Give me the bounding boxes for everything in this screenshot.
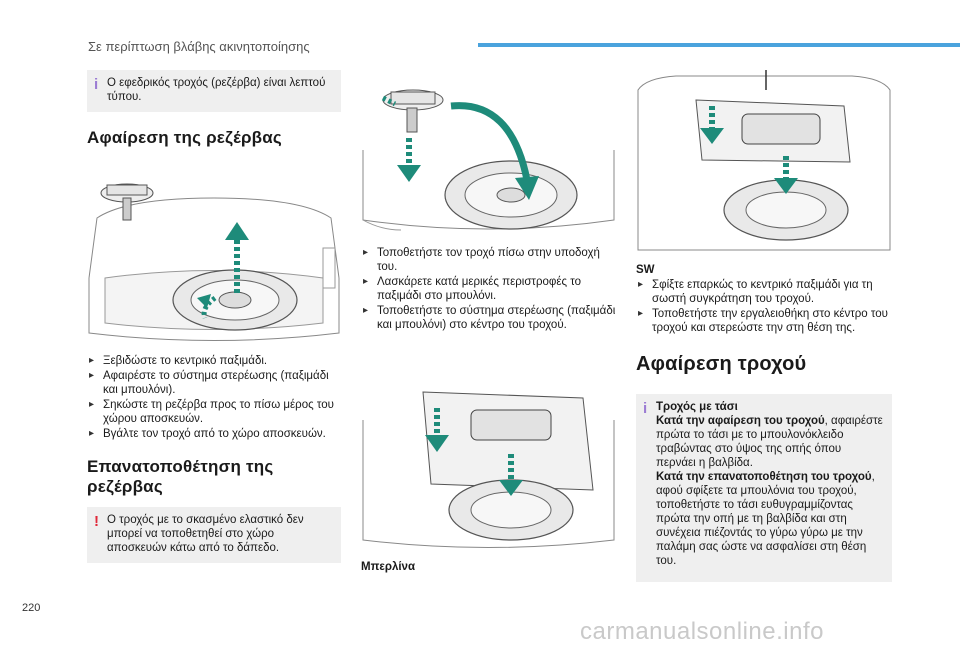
warning-icon: ! — [94, 513, 99, 530]
tip-remove-paragraph: Κατά την αφαίρεση του τροχού, αφαιρέστε … — [656, 414, 884, 470]
sw-step: Σφίξτε επαρκώς το κεντρικό παξιμάδι για … — [636, 278, 892, 306]
caption-sw: SW — [636, 264, 655, 276]
remove-steps-list: Ξεβιδώστε το κεντρικό παξιμάδι. Αφαιρέστ… — [87, 354, 341, 441]
warning-note-text: Ο τροχός με το σκασμένο ελαστικό δεν μπο… — [107, 514, 304, 554]
column-2: Τοποθετήστε τον τροχό πίσω στην υποδοχή … — [361, 70, 616, 573]
refit-steps-list: Τοποθετήστε τον τροχό πίσω στην υποδοχή … — [361, 246, 616, 332]
heading-refit-spare: Επανατοποθέτηση της ρεζέρβας — [87, 457, 274, 496]
refit-step: Λασκάρετε κατά μερικές περιστροφές το πα… — [361, 275, 616, 303]
tip-refit-paragraph: Κατά την επανατοποθέτηση του τροχού, αφο… — [656, 470, 884, 568]
sw-trunk-drawing — [637, 70, 891, 251]
illustration-refit-spare — [361, 70, 616, 240]
heading-remove-wheel: Αφαίρεση τροχού — [636, 353, 807, 375]
column-3: SW Σφίξτε επαρκώς το κεντρικό παξιμάδι γ… — [636, 70, 892, 582]
tip-remove-text: , αφαιρέστε πρώτα το τάσι με το μπουλονό… — [656, 415, 883, 469]
sw-steps-list: Σφίξτε επαρκώς το κεντρικό παξιμάδι για … — [636, 278, 892, 335]
tip-title: Τροχός με τάσι — [656, 401, 738, 413]
heading-remove-spare: Αφαίρεση της ρεζέρβας — [87, 128, 282, 147]
refit-step: Τοποθετήστε το σύστημα στερέωσης (παξιμά… — [361, 304, 616, 332]
tip-remove-label: Κατά την αφαίρεση του τροχού — [656, 415, 825, 427]
column-1: i Ο εφεδρικός τροχός (ρεζέρβα) είναι λεπ… — [87, 70, 341, 563]
header-accent-bar — [478, 43, 960, 47]
trunk-spare-removal-drawing — [88, 183, 340, 341]
illustration-remove-spare — [87, 158, 341, 348]
tip-box-hubcap: i Τροχός με τάσι Κατά την αφαίρεση του τ… — [636, 394, 892, 582]
berlina-trunk-drawing — [362, 391, 615, 548]
info-icon: i — [94, 76, 99, 93]
info-note-text: Ο εφεδρικός τροχός (ρεζέρβα) είναι λεπτο… — [107, 77, 326, 103]
watermark-text: carmanualsonline.info — [580, 618, 824, 645]
remove-step: Ξεβιδώστε το κεντρικό παξιμάδι. — [87, 354, 341, 368]
warning-note-box: ! Ο τροχός με το σκασμένο ελαστικό δεν μ… — [87, 507, 341, 563]
page-number: 220 — [22, 602, 41, 614]
remove-step: Σηκώστε τη ρεζέρβα προς το πίσω μέρος το… — [87, 398, 341, 426]
remove-step: Αφαιρέστε το σύστημα στερέωσης (παξιμάδι… — [87, 369, 341, 397]
info-icon: i — [643, 400, 648, 417]
info-note-box: i Ο εφεδρικός τροχός (ρεζέρβα) είναι λεπ… — [87, 70, 341, 112]
illustration-sw-toolbox — [636, 70, 892, 256]
trunk-spare-refit-drawing — [362, 89, 615, 231]
sw-step: Τοποθετήστε την εργαλειοθήκη στο κέντρο … — [636, 307, 892, 335]
tip-refit-text: , αφού σφίξετε τα μπουλόνια του τροχού, … — [656, 471, 875, 567]
tip-refit-label: Κατά την επανατοποθέτηση του τροχού — [656, 471, 872, 483]
caption-berlina: Μπερλίνα — [361, 561, 416, 573]
remove-step: Βγάλτε τον τροχό από το χώρο αποσκευών. — [87, 427, 341, 441]
page-header-title: Σε περίπτωση βλάβης ακινητοποίησης — [88, 39, 310, 54]
refit-step: Τοποθετήστε τον τροχό πίσω στην υποδοχή … — [361, 246, 616, 274]
illustration-berlina-toolbox — [361, 380, 616, 555]
